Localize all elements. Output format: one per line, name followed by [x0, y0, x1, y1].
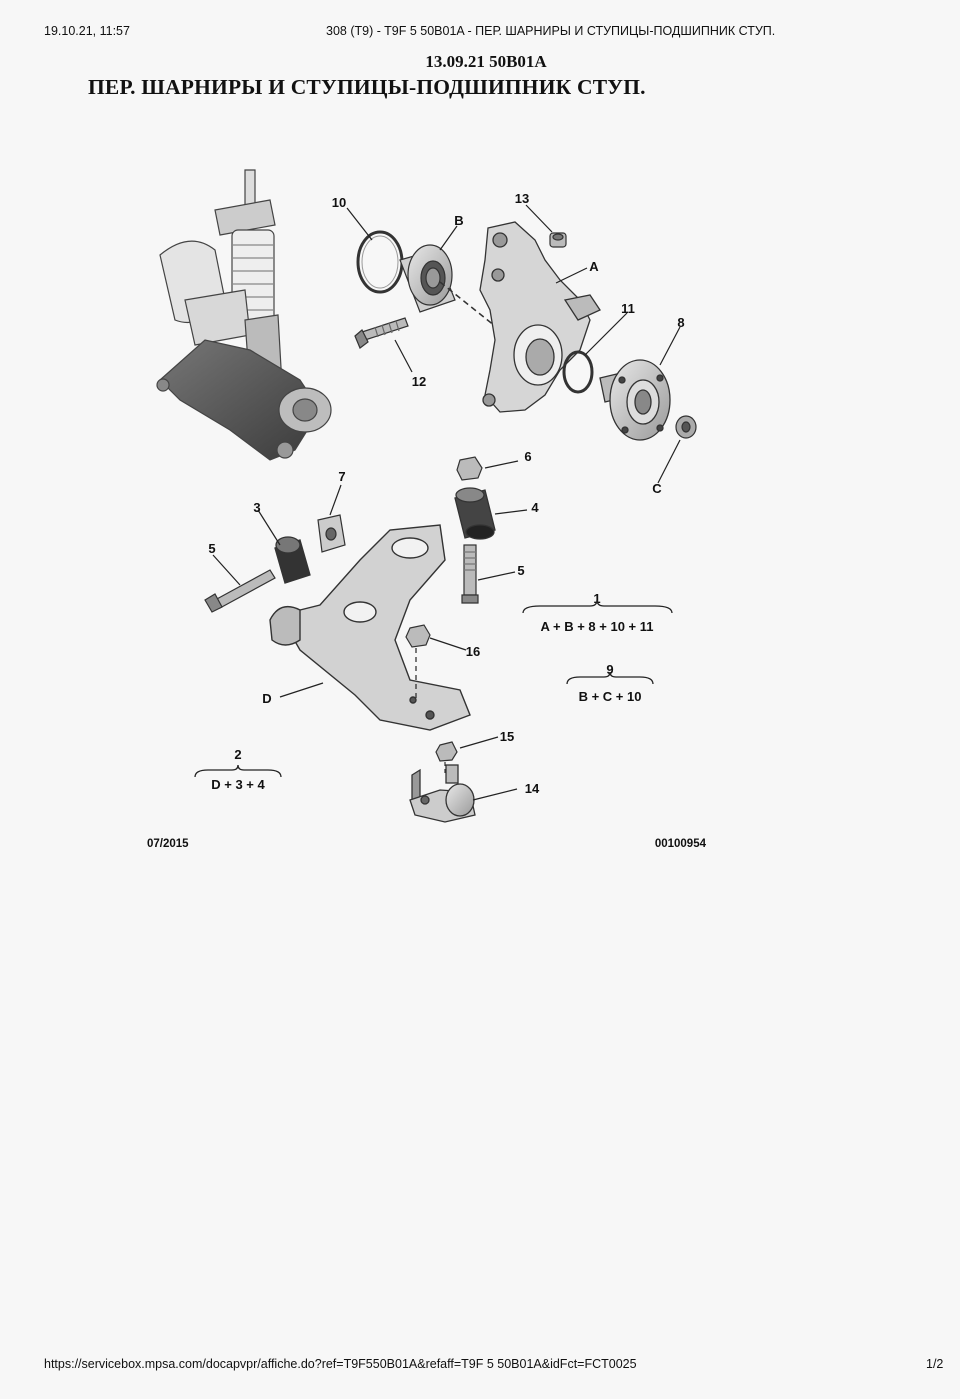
retaining-ring-10	[356, 230, 404, 294]
callout-11: 11	[621, 301, 635, 316]
wheel-hub-8	[599, 359, 671, 441]
nut-16	[405, 624, 431, 648]
print-page-title: 308 (T9) - T9F 5 50B01A - ПЕР. ШАРНИРЫ И…	[326, 24, 776, 38]
nut-6	[456, 456, 483, 481]
callout-6: 6	[524, 449, 531, 464]
callout-A: A	[589, 259, 599, 274]
callout-7: 7	[338, 469, 345, 484]
callout-8: 8	[677, 315, 684, 330]
callout-15: 15	[500, 729, 514, 744]
reference-number: 00100954	[655, 838, 707, 850]
ring-11	[562, 350, 594, 394]
nut-15	[435, 741, 458, 762]
document-code: 13.09.21 50B01A	[425, 52, 547, 71]
svg-text:D + 3 + 4: D + 3 + 4	[211, 777, 265, 792]
kit-9: 9 B + C + 10	[566, 662, 654, 704]
bushing-3	[274, 536, 311, 584]
source-url[interactable]: https://servicebox.mpsa.com/docapvpr/aff…	[44, 1357, 637, 1371]
svg-text:1: 1	[593, 591, 600, 606]
print-datetime: 19.10.21, 11:57	[44, 24, 130, 38]
svg-text:9: 9	[606, 662, 613, 677]
bushing-4	[454, 487, 496, 540]
callout-3: 3	[253, 500, 260, 515]
ball-joint-14	[409, 764, 476, 823]
callout-10: 10	[332, 195, 346, 210]
kit-1: 1 A + B + 8 + 10 + 11	[522, 591, 673, 634]
hub-nut-C	[675, 415, 697, 439]
nut-13	[549, 232, 567, 248]
steering-knuckle-A	[479, 221, 601, 413]
svg-text:2: 2	[234, 747, 241, 762]
wheel-bearing-B	[399, 244, 456, 313]
date-code: 07/2015	[147, 838, 189, 850]
callout-16: 16	[466, 644, 480, 659]
bolt-12	[354, 317, 409, 349]
callout-B: B	[454, 213, 463, 228]
callout-14: 14	[525, 781, 540, 796]
callout-4: 4	[531, 500, 539, 515]
callout-5-right: 5	[517, 563, 524, 578]
page-number: 1/2	[926, 1357, 944, 1371]
leader-lines	[212, 204, 681, 801]
callout-12: 12	[412, 374, 426, 389]
document-title: ПЕР. ШАРНИРЫ И СТУПИЦЫ-ПОДШИПНИК СТУП.	[88, 75, 646, 99]
parts-diagram: 10 B 13 A 11 8 12 C 6 4 7 3 5 5 16 D 15 …	[147, 169, 707, 850]
kit-2: 2 D + 3 + 4	[194, 747, 282, 792]
callout-D: D	[262, 691, 271, 706]
bolt-5-vertical	[461, 544, 479, 604]
svg-text:A + B + 8 + 10 + 11: A + B + 8 + 10 + 11	[541, 619, 654, 634]
bolt-5-horizontal	[204, 569, 276, 613]
svg-text:B + C + 10: B + C + 10	[579, 689, 642, 704]
callout-5-left: 5	[208, 541, 215, 556]
bracket-7	[317, 514, 346, 553]
suspension-assembly-illustration	[156, 169, 332, 461]
lower-control-arm-D	[269, 524, 471, 731]
callout-C: C	[652, 481, 662, 496]
callout-13: 13	[515, 191, 529, 206]
